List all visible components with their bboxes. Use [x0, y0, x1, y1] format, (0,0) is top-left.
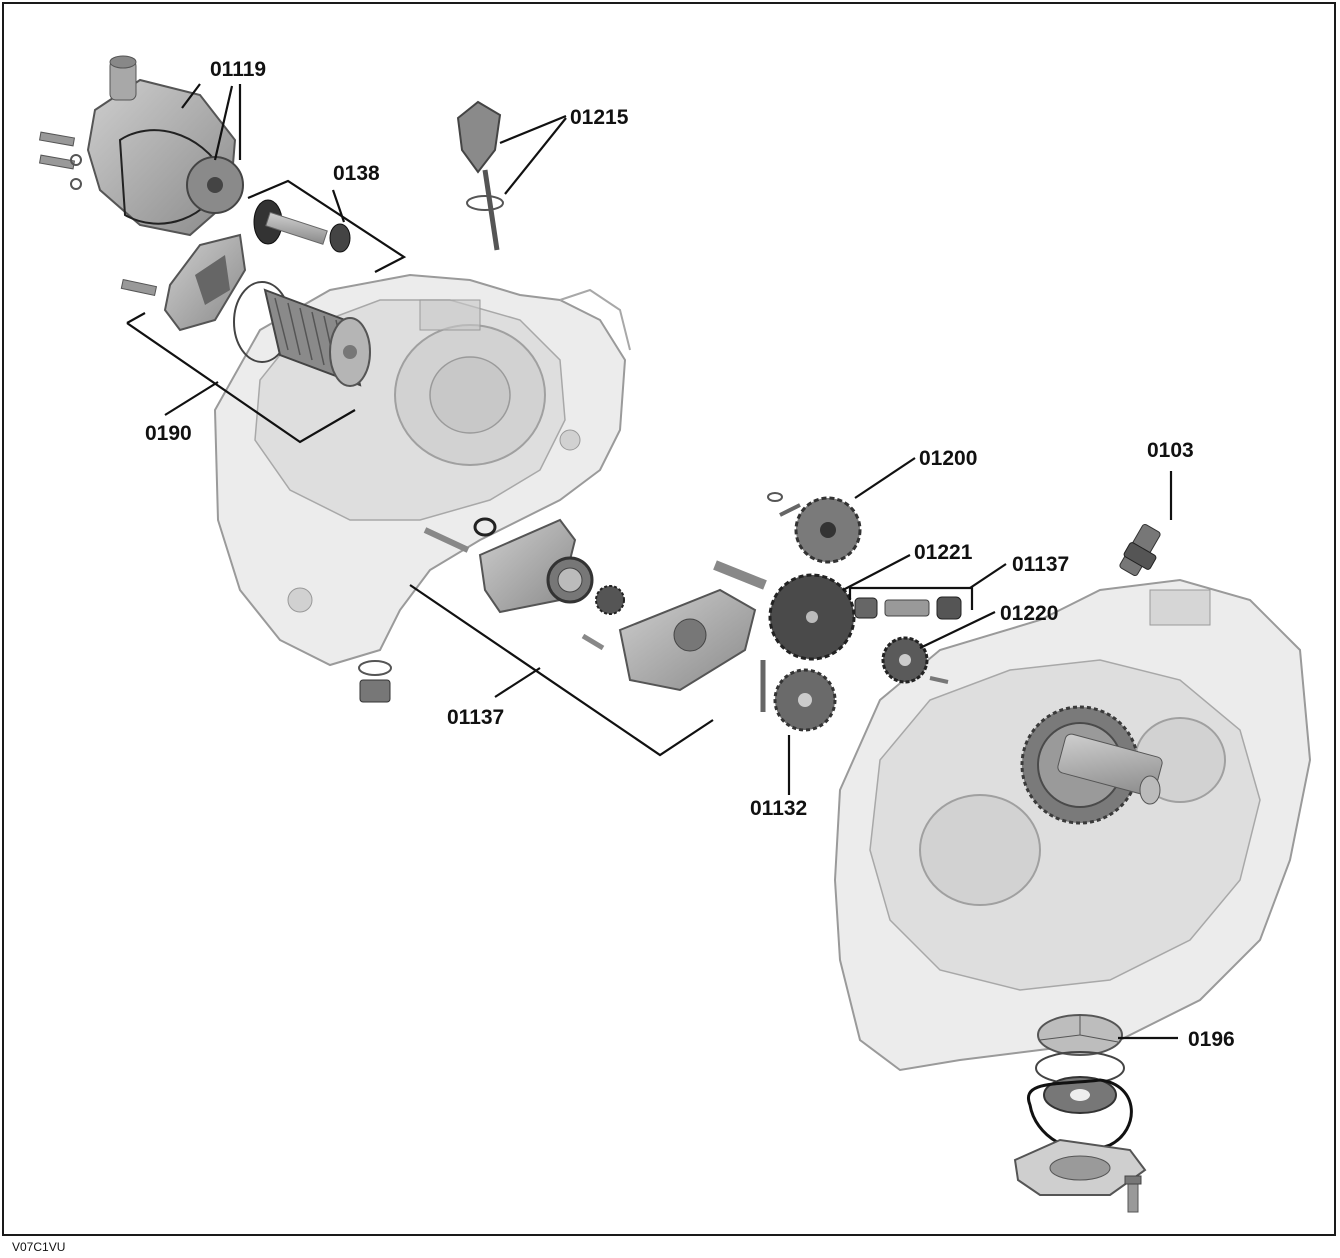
callout-01137-left: 01137: [447, 706, 504, 729]
right-crankcase-housing: [833, 578, 1312, 1072]
sensor-0103: [1119, 523, 1161, 577]
callout-0103: 0103: [1147, 439, 1194, 462]
callout-01221: 01221: [914, 541, 973, 564]
pressure-relief-valve: [854, 596, 962, 620]
gear-01132: [760, 660, 837, 732]
callout-01220: 01220: [1000, 602, 1058, 625]
oil-filter-assembly: [120, 233, 371, 387]
figure-code: V07C1VU: [12, 1240, 66, 1254]
leader-lines: [126, 83, 1178, 1040]
water-pump-cover: [38, 55, 244, 237]
gear-01220: [881, 636, 949, 684]
gear-01221: [768, 573, 856, 661]
oil-strainer-cover: [1013, 1014, 1147, 1213]
callout-01215: 01215: [570, 106, 629, 129]
water-pump-shaft: [253, 199, 351, 253]
callout-01137-right: 01137: [1012, 553, 1069, 576]
callout-01200: 01200: [919, 447, 977, 470]
callout-01119: 01119: [210, 58, 266, 81]
gear-01200: [767, 492, 862, 564]
oil-dipstick: [456, 100, 504, 251]
callout-0190: 0190: [145, 422, 192, 445]
diagram-frame: [2, 2, 1336, 1236]
callout-0138: 0138: [333, 162, 380, 185]
callout-01132: 01132: [750, 797, 807, 820]
oil-pump-assembly: [358, 517, 767, 703]
callout-0196: 0196: [1188, 1028, 1235, 1051]
